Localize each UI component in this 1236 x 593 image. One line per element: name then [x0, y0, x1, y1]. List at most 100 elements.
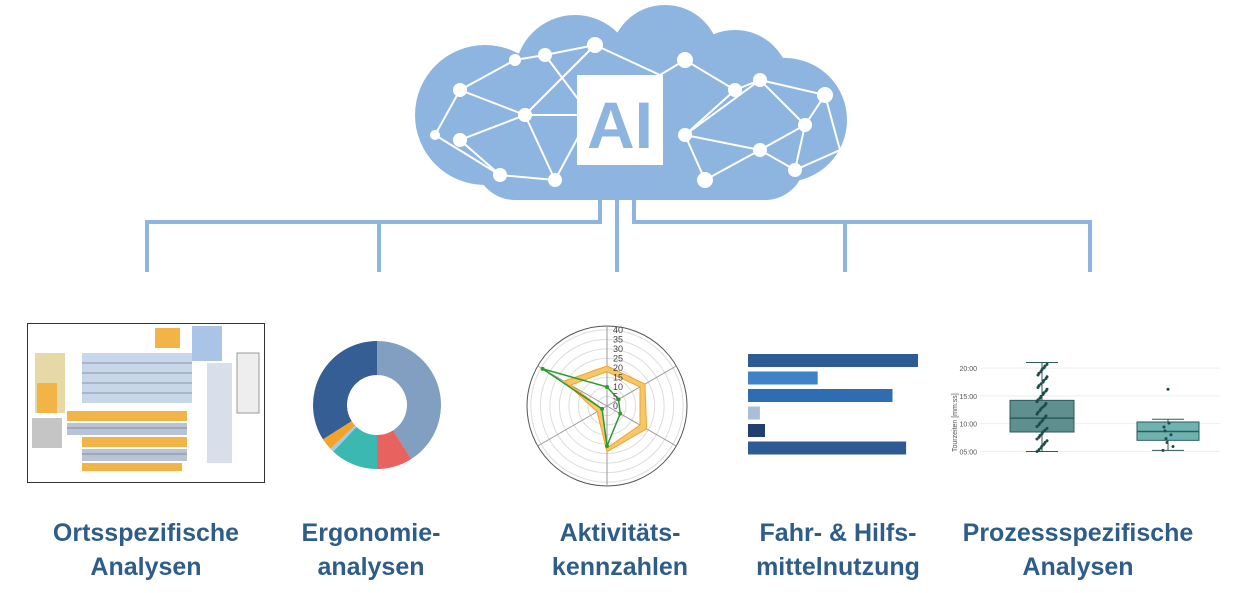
donut-slice [313, 341, 377, 440]
data-point [1163, 429, 1167, 433]
radar-point [540, 366, 545, 371]
data-point [1164, 437, 1168, 441]
data-point [1044, 389, 1048, 393]
title-line: Prozessspezifische [962, 519, 1194, 547]
category-fahr-hilfsmittel: Fahr- & Hilfs-mittelnutzung [708, 516, 968, 584]
data-point [1039, 382, 1043, 386]
donut-slice [330, 425, 357, 452]
bar [748, 389, 893, 402]
data-point [1161, 448, 1165, 452]
connector [1088, 222, 1092, 272]
data-point [1043, 416, 1047, 420]
data-point [1039, 446, 1043, 450]
radar-point [605, 384, 609, 389]
title-line: analysen [317, 553, 425, 581]
bar [748, 441, 907, 455]
radar-tick-label: 30 [613, 344, 623, 354]
data-point [1035, 449, 1039, 453]
data-point [1044, 377, 1048, 381]
data-point [1042, 442, 1046, 446]
data-point [1041, 380, 1045, 384]
category-ergonomie: Ergonomie-analysen [241, 516, 501, 584]
bar [748, 371, 818, 385]
connector [615, 170, 619, 272]
bar [748, 424, 765, 437]
data-point [1171, 444, 1175, 448]
radar-point [605, 444, 609, 448]
data-point [1041, 393, 1045, 397]
data-point [1035, 437, 1039, 441]
ai-cloud: AI [415, 5, 847, 200]
donut-chart [313, 341, 441, 469]
donut-slice [333, 426, 377, 469]
y-tick-label: 05:00 [959, 449, 977, 456]
donut-slice [322, 421, 356, 449]
title-line: Ortsspezifische [52, 519, 240, 547]
ai-label: AI [587, 88, 653, 162]
y-tick-label: 15:00 [959, 394, 977, 401]
data-point [1037, 448, 1041, 452]
floor-plan-image [27, 323, 265, 483]
bar-chart [748, 354, 918, 455]
radar-tick-label: 20 [613, 363, 623, 373]
y-tick-label: 10:00 [959, 422, 977, 429]
category-aktivitaet: Aktivitäts-kennzahlen [490, 516, 750, 584]
connector [377, 220, 381, 272]
title-line: Ergonomie- [301, 519, 441, 547]
radar-point [618, 411, 623, 416]
data-point [1039, 369, 1043, 373]
radar-tick-label: 40 [613, 325, 623, 335]
connector [145, 220, 602, 224]
radar-spoke [537, 405, 608, 447]
title-line: Analysen [1022, 553, 1134, 581]
donut-slice [377, 430, 412, 469]
bar [748, 406, 760, 420]
title-line: Aktivitäts- [559, 519, 681, 547]
connector [598, 170, 602, 222]
radar-tick-label: 10 [613, 382, 623, 392]
title-line: Fahr- & Hilfs- [759, 519, 917, 547]
data-point [1043, 428, 1047, 432]
data-point [1162, 425, 1166, 429]
radar-tick-label: 15 [613, 372, 623, 382]
radar-point [616, 397, 621, 402]
title-line: mittelnutzung [756, 553, 920, 581]
data-point [1035, 400, 1039, 404]
donut-slice [377, 341, 441, 460]
radar-point [600, 406, 605, 411]
data-point [1036, 373, 1040, 377]
data-point [1045, 439, 1049, 443]
data-point [1169, 433, 1173, 437]
data-point [1045, 426, 1049, 430]
y-axis-label: Tourzeiten [mm:ss] [952, 393, 959, 452]
data-point [1036, 385, 1040, 389]
connector [632, 220, 1092, 224]
data-point [1042, 366, 1046, 370]
data-point [1040, 432, 1044, 436]
data-point [1041, 405, 1045, 409]
radar-tick-label: 25 [613, 353, 623, 363]
data-point [1165, 441, 1169, 445]
data-point [1038, 396, 1042, 400]
data-point [1035, 412, 1039, 416]
radar-tick-label: 35 [613, 334, 623, 344]
connector [632, 170, 636, 222]
outlier-point [1166, 387, 1170, 391]
data-point [1043, 403, 1047, 407]
data-point [1037, 423, 1041, 427]
title-line: Analysen [90, 553, 202, 581]
data-point [1037, 435, 1041, 439]
connector [843, 222, 847, 272]
connector [145, 220, 149, 272]
data-point [1045, 362, 1049, 366]
data-point [1035, 425, 1039, 429]
radar-tick-label: 5 [613, 391, 618, 401]
box [1009, 399, 1075, 433]
title-line: kennzahlen [551, 553, 689, 581]
bar [748, 354, 918, 367]
radar-tick-label: 0 [613, 401, 618, 411]
data-point [1167, 421, 1171, 425]
